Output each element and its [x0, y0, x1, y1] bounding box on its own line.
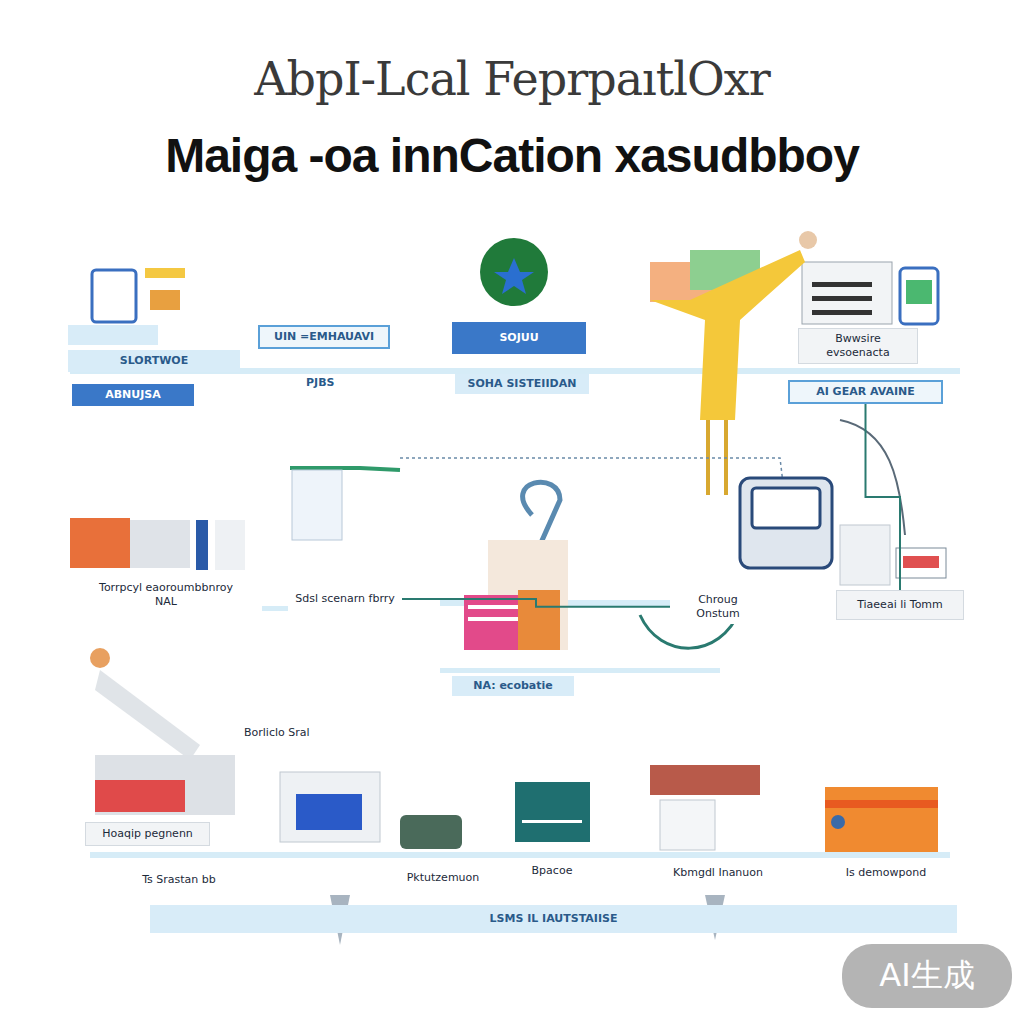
watermark: AI生成 [842, 944, 1012, 1008]
band-label: SOHA SISTEIIDAN [455, 374, 589, 394]
timeline-band: LSMS IL IAUTSTAIISE [150, 905, 957, 933]
node-text: Pktutzemuon [401, 871, 485, 885]
note-card: Hoaqip pegnenn [85, 822, 210, 846]
caption-box: Bpacoe [512, 860, 592, 882]
node-text: NAL [75, 595, 257, 609]
node-text: Sdsl scenarn fbrry [293, 592, 397, 606]
node-text: NA: ecobatie [457, 679, 569, 693]
connector [402, 599, 670, 607]
node-text: Torrpcyl eaoroumbbnroy [75, 581, 257, 595]
caption-box: Kbmgdl Inanuon [660, 858, 776, 888]
caption-box: Chroug Onstum [670, 590, 766, 624]
caption-box: Is demowpond [828, 858, 944, 888]
node-text: SOJUU [457, 331, 581, 345]
connector-line [866, 404, 901, 590]
node-text: AI GEAR AVAINE [795, 385, 936, 399]
title: AbpI-Lcal FeprpaıtlOxr [0, 52, 1024, 106]
caption-box: Ts Srastan bb [128, 870, 230, 890]
caption-box: Pktutzemuon [396, 866, 490, 890]
band-label: NA: ecobatie [452, 676, 574, 696]
node-text: UIN =EMHAUAVI [265, 330, 383, 344]
node-text: SLORTWOE [73, 354, 235, 368]
outlined-label: UIN =EMHAUAVI [258, 325, 390, 349]
node-text: Chroug Onstum [675, 593, 761, 621]
node-text: LSMS IL IAUTSTAIISE [155, 912, 952, 926]
node-text: ABNUJSA [77, 388, 189, 402]
node-text: Bwwsire evsoenacta [804, 332, 912, 360]
subtitle: Maiga -oa innCation xasudbboy [0, 128, 1024, 183]
small-label: PJBS [306, 376, 366, 389]
node-text: Bpacoe [517, 864, 587, 878]
band-label: ABNUJSA [72, 384, 194, 406]
caption-box: Torrpcyl eaoroumbbnroyNAL [70, 578, 262, 612]
connector [866, 404, 901, 590]
node-text: Tiaeeai li Tomm [842, 598, 958, 612]
caption-box: Sdsl scenarn fbrry [288, 584, 402, 614]
blue-label: SOJUU [452, 322, 586, 354]
note-card: Bwwsire evsoenacta [798, 328, 918, 364]
node-text: Hoaqip pegnenn [91, 827, 204, 841]
node-text: Ts Srastan bb [133, 873, 225, 887]
outlined-label: AI GEAR AVAINE [788, 380, 943, 404]
band-label: SLORTWOE [68, 350, 240, 372]
connector-line [402, 599, 670, 607]
node-text: SOHA SISTEIIDAN [460, 377, 584, 391]
node-text: Is demowpond [833, 866, 939, 880]
node-text: Kbmgdl Inanuon [665, 866, 771, 880]
small-label: Borliclo Sral [244, 726, 404, 739]
note-card: Tiaeeai li Tomm [836, 590, 964, 620]
